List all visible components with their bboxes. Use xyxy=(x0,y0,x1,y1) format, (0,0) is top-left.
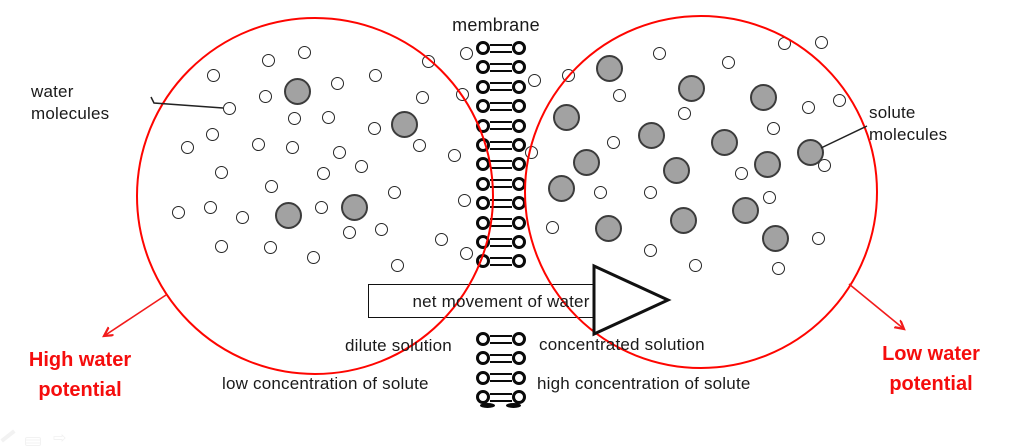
solute-molecules-label-line1: solute xyxy=(869,103,916,122)
membrane-tails xyxy=(490,373,512,383)
low-concentration-label: low concentration of solute xyxy=(222,374,429,393)
membrane-head-right xyxy=(512,138,526,152)
membrane-label: membrane xyxy=(452,15,540,35)
watermark-notes-icon xyxy=(25,437,41,446)
low-water-potential-line1: Low water xyxy=(882,343,980,365)
membrane-head-left xyxy=(476,60,490,75)
membrane-head-left xyxy=(476,99,490,114)
membrane-unit xyxy=(476,370,526,385)
membrane-tails xyxy=(490,43,512,53)
membrane-tails xyxy=(490,179,512,189)
low-water-potential-line2: potential xyxy=(889,373,973,395)
membrane-head-left xyxy=(476,332,490,346)
net-movement-label: net movement of water xyxy=(412,292,590,311)
membrane-head-right xyxy=(512,79,526,94)
membrane-head-left xyxy=(476,370,490,385)
membrane-head-right xyxy=(512,157,526,172)
water-molecule xyxy=(527,73,541,87)
high-water-potential-line1: High water xyxy=(28,349,132,371)
left-cell-circle xyxy=(136,17,494,375)
concentrated-solution-label: concentrated solution xyxy=(539,335,705,354)
membrane-tails xyxy=(490,82,512,92)
membrane-tails xyxy=(490,140,512,150)
high-water-potential-label: High water potential xyxy=(0,345,161,405)
membrane-unit xyxy=(476,351,526,366)
membrane-head-right xyxy=(512,215,526,230)
membrane-unit xyxy=(476,332,526,346)
membrane-head-right xyxy=(512,254,526,269)
water-molecules-label-line1: water xyxy=(31,82,74,101)
membrane-unit xyxy=(476,390,526,405)
membrane-tails xyxy=(490,237,512,247)
membrane-unit xyxy=(476,41,526,55)
membrane-unit xyxy=(476,79,526,94)
water-molecules-label-line2: molecules xyxy=(31,104,110,123)
membrane-tails xyxy=(490,62,512,72)
water-molecule xyxy=(459,46,473,60)
low-water-potential-label: Low water potential xyxy=(850,339,1012,399)
membrane-head-right xyxy=(512,351,526,366)
membrane-tails xyxy=(490,392,512,402)
membrane-head-right xyxy=(512,332,526,346)
solute-molecules-label: solute molecules xyxy=(869,102,947,146)
high-water-potential-line2: potential xyxy=(38,379,122,401)
membrane-head-right xyxy=(512,235,526,249)
membrane-tails xyxy=(490,256,512,266)
membrane-head-right xyxy=(512,99,526,114)
membrane-tails xyxy=(490,353,512,363)
membrane-head-right xyxy=(512,41,526,55)
membrane-foot xyxy=(505,402,521,408)
membrane-unit xyxy=(476,60,526,75)
dilute-solution-label: dilute solution xyxy=(345,336,452,355)
membrane-head-right xyxy=(512,370,526,385)
high-concentration-label: high concentration of solute xyxy=(537,374,751,393)
right-cell-circle xyxy=(524,15,878,369)
membrane-head-left xyxy=(476,41,490,55)
membrane-head-left xyxy=(476,79,490,94)
membrane-tails xyxy=(490,159,512,169)
membrane-tails xyxy=(490,198,512,208)
membrane-head-left xyxy=(476,351,490,366)
membrane-unit xyxy=(476,99,526,114)
membrane-foot xyxy=(479,402,495,408)
membrane-tails xyxy=(490,121,512,131)
membrane-tails xyxy=(490,101,512,111)
membrane-tails xyxy=(490,334,512,344)
membrane-head-right xyxy=(512,60,526,75)
membrane-head-right xyxy=(512,390,526,405)
membrane-tails xyxy=(490,218,512,228)
water-molecule xyxy=(814,35,828,49)
solute-molecules-label-line2: molecules xyxy=(869,125,948,144)
membrane-head-right xyxy=(512,118,526,133)
water-molecules-label: water molecules xyxy=(31,81,109,125)
watermark-arrow-icon: ⇨ xyxy=(53,430,67,447)
